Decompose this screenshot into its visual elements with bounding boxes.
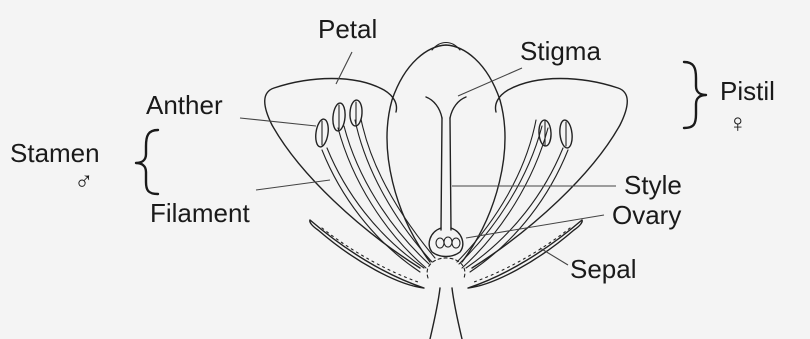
- stamen-brace: [136, 130, 158, 194]
- pistil-structure: [426, 97, 466, 278]
- stem: [430, 288, 462, 339]
- label-pistil-symbol: ♀: [728, 108, 748, 138]
- pointer-lines: [240, 52, 616, 265]
- right-petal: [472, 79, 627, 269]
- right-stamens: [457, 119, 573, 272]
- receptacle: [427, 258, 465, 278]
- left-petal: [265, 79, 420, 269]
- label-stamen-symbol: ♂: [74, 166, 94, 196]
- label-stamen: Stamen: [10, 138, 100, 168]
- ovary-shape: [429, 228, 463, 257]
- flower-illustration: [265, 43, 628, 339]
- label-petal: Petal: [318, 14, 377, 44]
- pointer-stigma: [458, 68, 522, 96]
- central-petal: [387, 45, 505, 262]
- label-pistil: Pistil: [720, 76, 775, 106]
- pointer-sepal: [540, 248, 568, 265]
- label-ovary: Ovary: [612, 200, 681, 230]
- label-anther: Anther: [146, 90, 223, 120]
- pistil-brace: [684, 62, 706, 128]
- label-stigma: Stigma: [520, 36, 601, 66]
- left-stamens: [314, 100, 435, 272]
- label-sepal: Sepal: [570, 254, 637, 284]
- label-style: Style: [624, 170, 682, 200]
- stigma-shape: [426, 97, 466, 118]
- pointer-anther: [240, 118, 316, 126]
- label-filament: Filament: [150, 198, 250, 228]
- central-petal-tip: [432, 43, 460, 51]
